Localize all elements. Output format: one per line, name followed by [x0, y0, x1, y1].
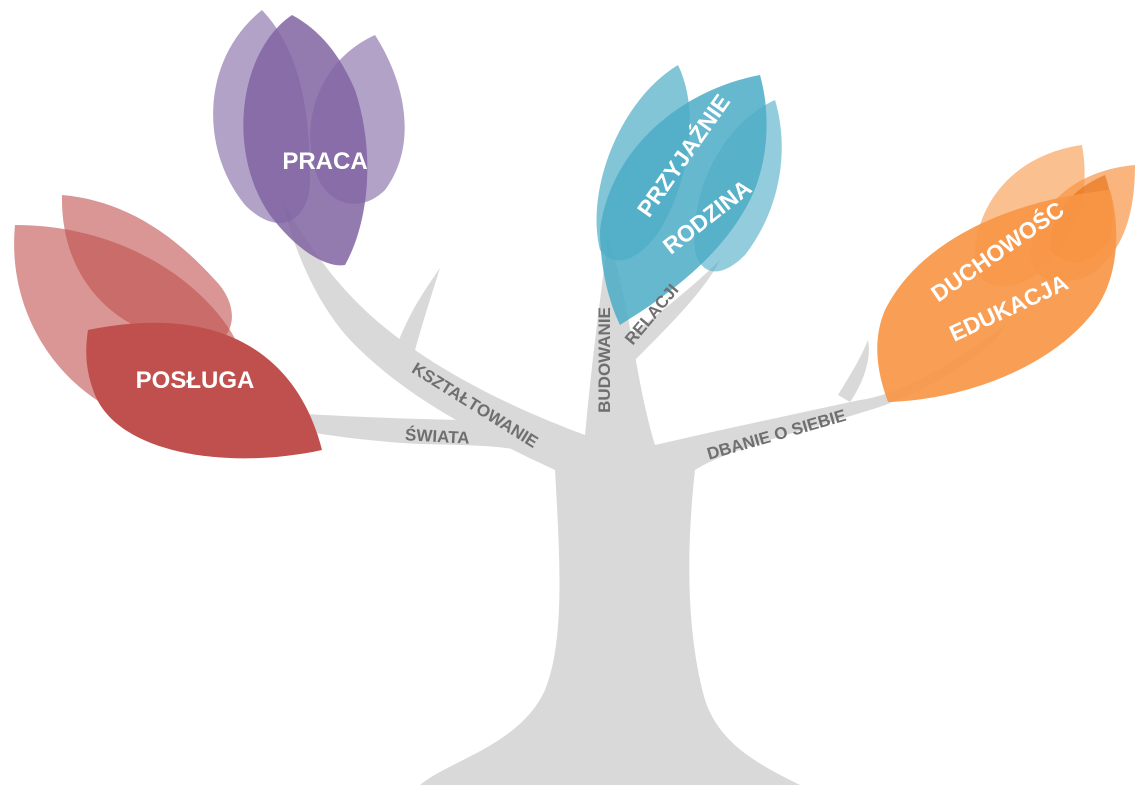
- leaf-group-praca: PRACA: [213, 10, 405, 266]
- branch-label-swiata: ŚWIATA: [405, 425, 470, 447]
- leaf-label-praca: PRACA: [282, 148, 367, 175]
- leaf-label-posluga: POSŁUGA: [136, 367, 255, 394]
- leaf-care-front: [877, 190, 1117, 402]
- tree: [203, 203, 1005, 785]
- leaf-group-posluga: POSŁUGA: [14, 195, 322, 459]
- tree-twig-upper-left: [395, 268, 440, 362]
- leaf-posluga-front: [86, 322, 322, 459]
- leaf-group-care: DUCHOWOŚC EDUKACJA: [877, 145, 1135, 402]
- tree-trunk: [283, 203, 1005, 785]
- leaf-posluga-back-top: [61, 195, 232, 345]
- tree-branch-relacji: [612, 260, 720, 360]
- leaf-group-relations: PRZYJAŹNIE RODZINA: [596, 65, 782, 325]
- tree-branch-right-upper: [838, 340, 869, 402]
- leaf-relations-front: [600, 75, 767, 325]
- branch-label-budowanie: BUDOWANIE: [595, 307, 614, 413]
- leaf-praca-front: [243, 15, 368, 266]
